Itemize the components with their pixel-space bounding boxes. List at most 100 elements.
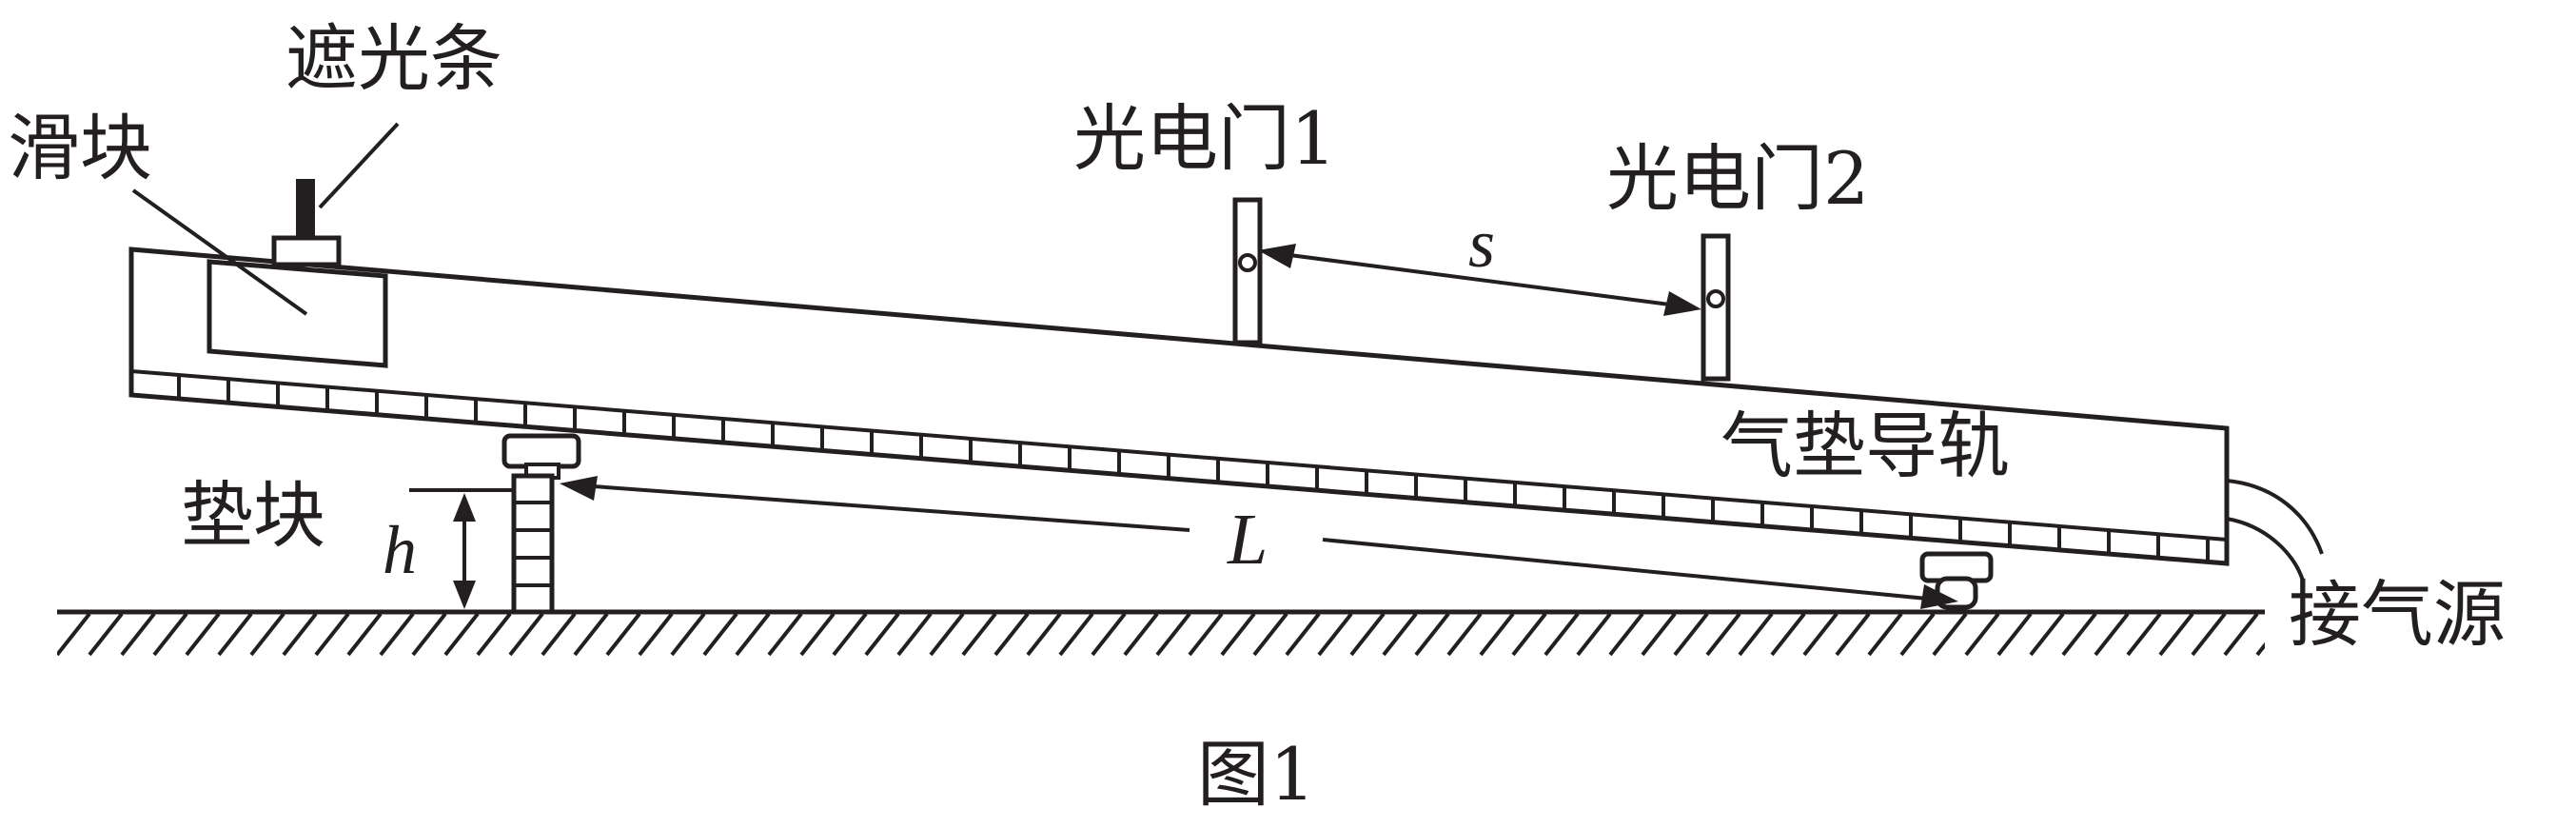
ground-hatch-mark [1899,612,1936,657]
ground-hatch-mark [1220,612,1256,657]
left-support [501,433,581,615]
ground-hatch-mark [767,612,803,657]
ground [57,609,2265,657]
ground-hatch-mark [573,612,609,657]
ground-hatch-mark [735,612,771,657]
ground-hatch-mark [993,612,1030,657]
ground-hatch-mark [1252,612,1288,657]
shade-strip-label: 遮光条 [285,16,502,101]
ground-hatch-mark [1414,612,1450,657]
ground-hatch-mark [1285,612,1321,657]
ground-hatch-mark [2061,612,2097,657]
ground-hatch-mark [799,612,836,657]
gate2-sensor [1706,289,1725,308]
ground-hatch-mark [1058,612,1094,657]
pad-block-stack [511,473,555,615]
shade-strip-leader [318,122,400,209]
ground-hatch-mark [1479,612,1515,657]
ground-hatch-mark [314,612,350,657]
track-scale-edge [130,369,2228,542]
left-foot-cap [501,433,581,469]
ground-hatch-mark [1317,612,1353,657]
ground-hatch-mark [1544,612,1580,657]
ground-hatch-mark [1641,612,1677,657]
ground-hatch-mark [670,612,706,657]
gate1-label: 光电门1 [1073,96,1336,181]
ground-hatching [57,612,2265,657]
ground-hatch-mark [864,612,900,657]
slider-mount [271,235,342,267]
ground-hatch-mark [2029,612,2065,657]
air-source-label: 接气源 [2289,572,2506,657]
ground-hatch-mark [443,612,480,657]
ground-hatch-mark [1964,612,2000,657]
slider-block [206,179,388,368]
block-label: 垫块 [181,473,325,558]
air-hose [2226,479,2324,582]
air-track-label: 气垫导轨 [1721,404,2010,488]
ground-hatch-mark [832,612,868,657]
ground-hatch-mark [476,612,512,657]
track-scale-ticks [177,375,2210,562]
ground-hatch-mark [2094,612,2130,657]
ground-hatch-mark [1446,612,1483,657]
ground-hatch-mark [605,612,641,657]
slider-leader [131,188,308,316]
height-h-dimension [409,488,514,609]
ground-hatch-mark [961,612,997,657]
ground-hatch-mark [152,612,188,657]
ground-hatch-mark [1932,612,1968,657]
ground-hatch-mark [1705,612,1741,657]
shade-strip [296,179,315,240]
ground-hatch-mark [411,612,447,657]
ground-hatch-mark [1835,612,1871,657]
ground-hatch-mark [1738,612,1774,657]
ground-hatch-mark [249,612,285,657]
ground-hatch-mark [1608,612,1644,657]
ground-hatch-mark [508,612,544,657]
ground-hatch-mark [1349,612,1386,657]
ground-hatch-mark [702,612,738,657]
ground-hatch-mark [57,612,91,657]
slider-body [206,259,388,368]
ground-hatch-mark [1091,612,1127,657]
ground-hatch-mark [896,612,933,657]
ground-hatch-mark [1576,612,1612,657]
distance-s-label: s [1468,206,1495,282]
slider-label: 滑块 [8,106,152,190]
ground-hatch-mark [1026,612,1062,657]
ground-hatch-mark [1382,612,1418,657]
ground-hatch-mark [1802,612,1839,657]
ground-hatch-mark [1996,612,2033,657]
ground-hatch-mark [346,612,383,657]
length-L-arrow [560,476,1958,609]
ground-hatch-mark [1155,612,1191,657]
gate1-sensor [1238,253,1257,272]
ground-hatch-mark [1123,612,1159,657]
ground-hatch-mark [541,612,577,657]
air-track [128,246,2230,566]
ground-hatch-mark [1770,612,1806,657]
ground-hatch-mark [1867,612,1903,657]
distance-s-arrow [1258,244,1701,316]
ground-hatch-mark [2191,612,2227,657]
ground-hatch-mark [2223,612,2259,657]
gate2-label: 光电门2 [1606,136,1869,221]
ground-hatch-mark [185,612,221,657]
track-outline [128,246,2230,566]
ground-hatch-mark [638,612,674,657]
ground-hatch-mark [1673,612,1709,657]
ground-hatch-mark [217,612,253,657]
height-h-label: h [383,512,417,588]
ground-hatch-mark [1188,612,1224,657]
ground-hatch-mark [2255,641,2265,657]
ground-hatch-mark [2158,612,2194,657]
ground-hatch-mark [282,612,318,657]
ground-hatch-mark [2126,612,2162,657]
ground-hatch-mark [929,612,965,657]
length-L-label: L [1227,500,1268,580]
ground-hatch-mark [379,612,415,657]
ground-hatch-mark [120,612,156,657]
